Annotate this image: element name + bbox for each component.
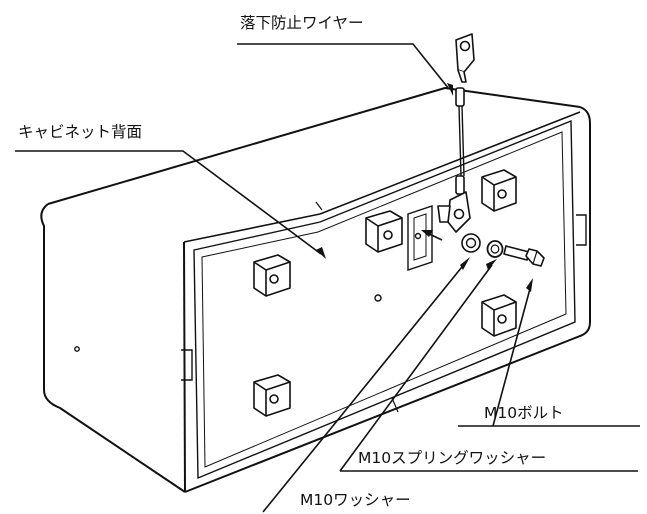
label-m10-bolt: M10ボルト <box>484 404 564 422</box>
leader-m10-washer <box>262 261 467 513</box>
washer <box>461 233 481 253</box>
leader-cabinet-back <box>15 150 322 255</box>
leader-arrowheads <box>316 83 533 292</box>
spring-washer <box>486 240 504 258</box>
cabinet <box>40 87 591 493</box>
bolt <box>503 245 545 267</box>
mounting-pad <box>253 254 291 297</box>
mounting-pad <box>481 169 517 212</box>
mounting-pad <box>481 294 517 337</box>
leader-fall-prevention-wire <box>237 43 450 90</box>
hardware <box>461 233 545 267</box>
label-m10-spring-washer: M10スプリングワッシャー <box>358 449 546 467</box>
wire-mount-bracket <box>407 205 433 271</box>
label-m10-washer: M10ワッシャー <box>300 491 411 509</box>
mounting-pads <box>253 169 517 417</box>
leader-m10-spring-washer <box>339 264 493 472</box>
label-fall-prevention-wire: 落下防止ワイヤー <box>240 14 364 32</box>
leader-lines <box>15 43 640 513</box>
leader-m10-bolt <box>492 284 532 427</box>
mounting-pad <box>253 374 291 417</box>
fall-prevention-wire <box>437 33 475 233</box>
label-cabinet-back: キャビネット背面 <box>18 123 142 141</box>
mounting-pad <box>365 210 403 253</box>
